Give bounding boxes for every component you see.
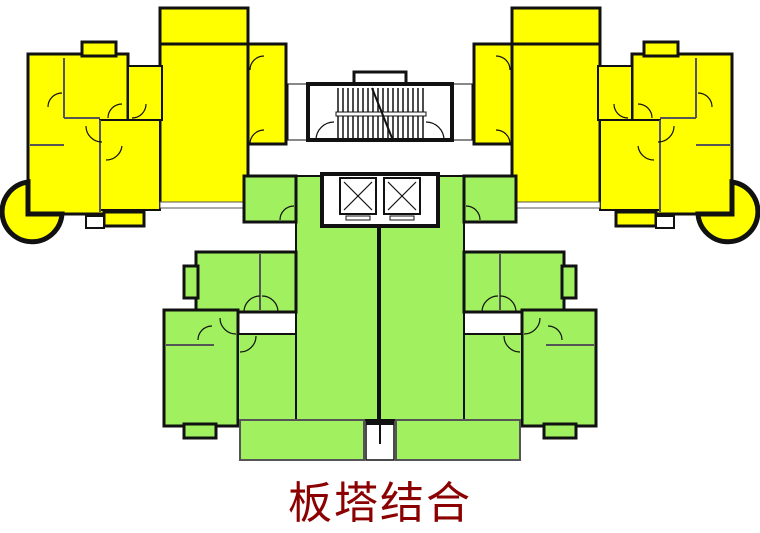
- center-shaft: [365, 419, 395, 461]
- stair-core: [287, 70, 473, 142]
- diagram-title: 板塔结合: [288, 478, 472, 529]
- floor-plan: [0, 6, 760, 461]
- slab-unit-right: [472, 6, 760, 245]
- elevator-core: [320, 172, 440, 420]
- slab-unit-left: [0, 6, 288, 245]
